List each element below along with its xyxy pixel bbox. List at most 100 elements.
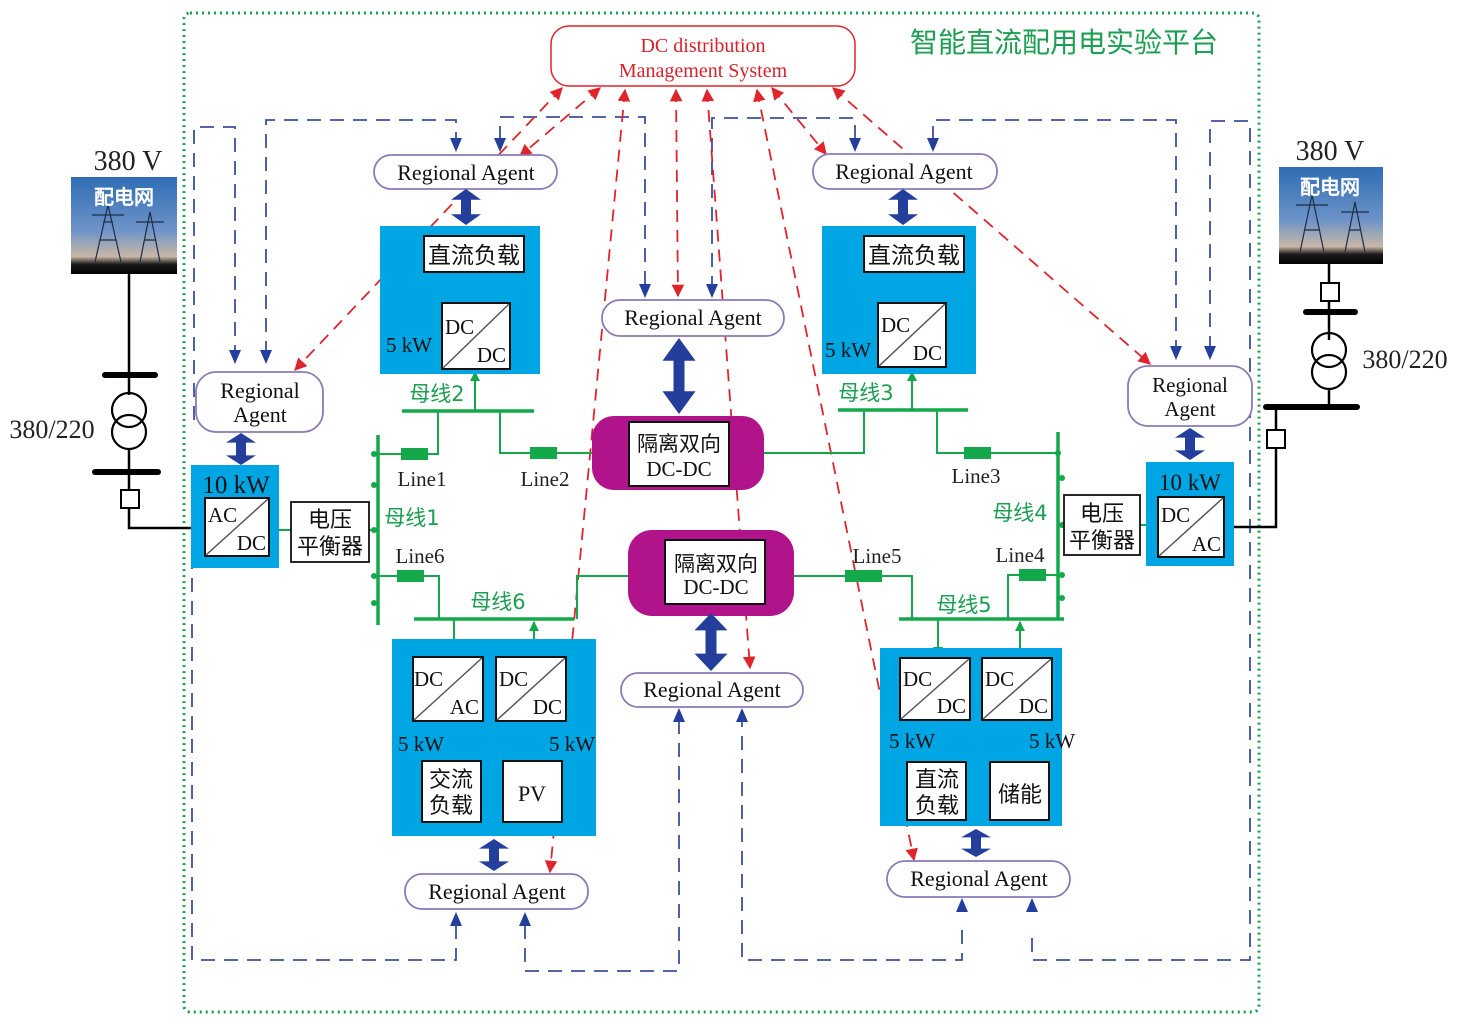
left-transformer-icon [110,391,148,429]
isolated-top-line2: DC-DC [646,457,711,481]
right-dcac-converter[interactable]: 10 kW DC AC [1146,462,1234,566]
right-breaker-2-icon [1266,429,1286,449]
double-arrow-icon [694,613,728,671]
line6-icon [397,570,424,582]
regional-agent-bottom-center[interactable]: Regional Agent [620,672,804,708]
right-grid-voltage: 380 V [1296,136,1365,167]
agent-label: Regional Agent [835,159,972,184]
left-voltage-balancer[interactable]: 电压 平衡器 [290,501,370,563]
bottom-right-load-line1: 直流 [915,768,959,793]
agent-label-line2: Agent [233,402,287,427]
top-right-dcdc-bottom: DC [913,341,942,365]
bottom-right-load-line2: 负载 [915,794,959,819]
agent-label: Regional Agent [643,677,780,702]
right-breaker-icon [1320,282,1340,302]
left-grid-image-label: 配电网 [94,185,154,209]
bus5-label: 母线5 [936,593,991,617]
agent-label-line1: Regional [1152,373,1228,397]
agent-label: Regional Agent [624,305,761,330]
agent-label: Regional Agent [910,866,1047,891]
right-grid-image-label: 配电网 [1300,175,1360,199]
left-transformer-ratio: 380/220 [9,415,94,444]
bottom-left-dcdc-top: DC [499,667,528,691]
bottom-left-pv-label: PV [518,781,546,806]
right-dcac-power: 10 kW [1159,470,1221,495]
line4-label: Line4 [996,543,1045,567]
bottom-left-dcdc-bottom: DC [533,695,562,719]
top-right-load-label: 直流负载 [868,243,960,269]
bottom-right-storage-label: 储能 [998,783,1042,808]
dms-title-line1: DC distribution [640,35,765,57]
right-grid: 380 V 配电网 380/220 [1233,136,1448,529]
regional-agent-top-right[interactable]: Regional Agent [812,153,998,190]
bottom-right-dcdc2-top: DC [985,667,1014,691]
right-dcac-top: DC [1161,503,1190,527]
top-left-dcdc-bottom: DC [477,343,506,367]
bottom-left-block[interactable]: DC AC 5 kW 交流 负载 DC DC 5 kW PV [392,639,596,836]
top-right-dcdc-power: 5 kW [825,338,871,362]
dms-title-line2: Management System [619,60,788,82]
line4-icon [1019,569,1046,581]
left-grid: 380 V 配电网 380/220 [9,146,205,530]
top-left-load-label: 直流负载 [428,243,520,269]
isolated-bottom-line2: DC-DC [683,575,748,599]
agent-label: Regional Agent [397,160,534,185]
dms-box[interactable]: DC distribution Management System [550,25,856,87]
isolated-dcdc-top[interactable]: 隔离双向 DC-DC [592,416,764,490]
regional-agent-top-left[interactable]: Regional Agent [373,154,558,190]
double-arrow-icon [662,338,696,414]
double-arrow-icon [479,839,509,871]
regional-agent-left[interactable]: Regional Agent [195,371,324,433]
regional-agent-bottom-left[interactable]: Regional Agent [404,873,589,910]
left-acdc-converter[interactable]: 10 kW AC DC [191,465,279,568]
line3-icon [964,447,991,459]
bottom-right-dcdc1-bottom: DC [937,694,966,718]
left-acdc-top: AC [208,503,237,527]
bus4-label: 母线4 [992,501,1047,525]
line5-icon [845,570,882,582]
regional-agent-center[interactable]: Regional Agent [601,299,785,337]
left-acdc-bottom: DC [237,531,266,555]
bottom-left-load-line1: 交流 [429,768,473,793]
bottom-left-dcac-top: DC [414,667,443,691]
line6-label: Line6 [396,544,445,568]
right-transformer-ratio: 380/220 [1362,345,1447,374]
bottom-left-dcdc-power: 5 kW [549,732,595,756]
line5-label: Line5 [853,544,902,568]
bus2-label: 母线2 [409,382,464,406]
isolated-dcdc-bottom[interactable]: 隔离双向 DC-DC [628,530,794,616]
bus6-label: 母线6 [470,590,525,614]
double-arrow-icon [451,189,481,225]
line2-icon [530,447,557,459]
agent-label-line2: Agent [1164,397,1215,421]
line1-label: Line1 [398,467,447,491]
right-voltage-balancer[interactable]: 电压 平衡器 [1063,494,1141,556]
regional-agent-bottom-right[interactable]: Regional Agent [886,860,1071,898]
isolated-bottom-line1: 隔离双向 [674,552,758,576]
right-transformer-icon [1310,331,1348,369]
left-balancer-line1: 电压 [308,508,352,533]
bottom-left-dcac-power: 5 kW [398,732,444,756]
isolated-top-line1: 隔离双向 [637,432,721,456]
left-acdc-power: 10 kW [202,472,270,499]
top-left-dc-load-block[interactable]: 直流负载 DC DC 5 kW [380,226,540,374]
double-arrow-icon [226,433,256,465]
platform-title: 智能直流配用电实验平台 [910,26,1218,59]
right-grid-image: 配电网 [1279,167,1383,264]
top-left-dcdc-power: 5 kW [386,333,432,357]
bus-junction-dots [371,450,1065,606]
double-arrow-icon [1175,428,1205,460]
bottom-right-block[interactable]: DC DC 5 kW 直流 负载 DC DC 5 kW 储能 [880,648,1075,826]
platform-border [182,11,1261,1014]
bus1-label: 母线1 [384,506,439,530]
left-balancer-line2: 平衡器 [297,535,363,560]
top-right-dc-load-block[interactable]: 直流负载 DC DC 5 kW [822,226,976,374]
left-grid-image: 配电网 [71,177,177,274]
double-arrow-icon [888,189,918,225]
bottom-right-dcdc2-power: 5 kW [1029,729,1075,753]
bottom-left-dcac-bottom: AC [450,695,479,719]
line1-icon [401,448,428,460]
agent-label: Regional Agent [428,879,565,904]
regional-agent-right[interactable]: Regional Agent [1127,365,1253,427]
double-arrow-icon [961,829,991,857]
